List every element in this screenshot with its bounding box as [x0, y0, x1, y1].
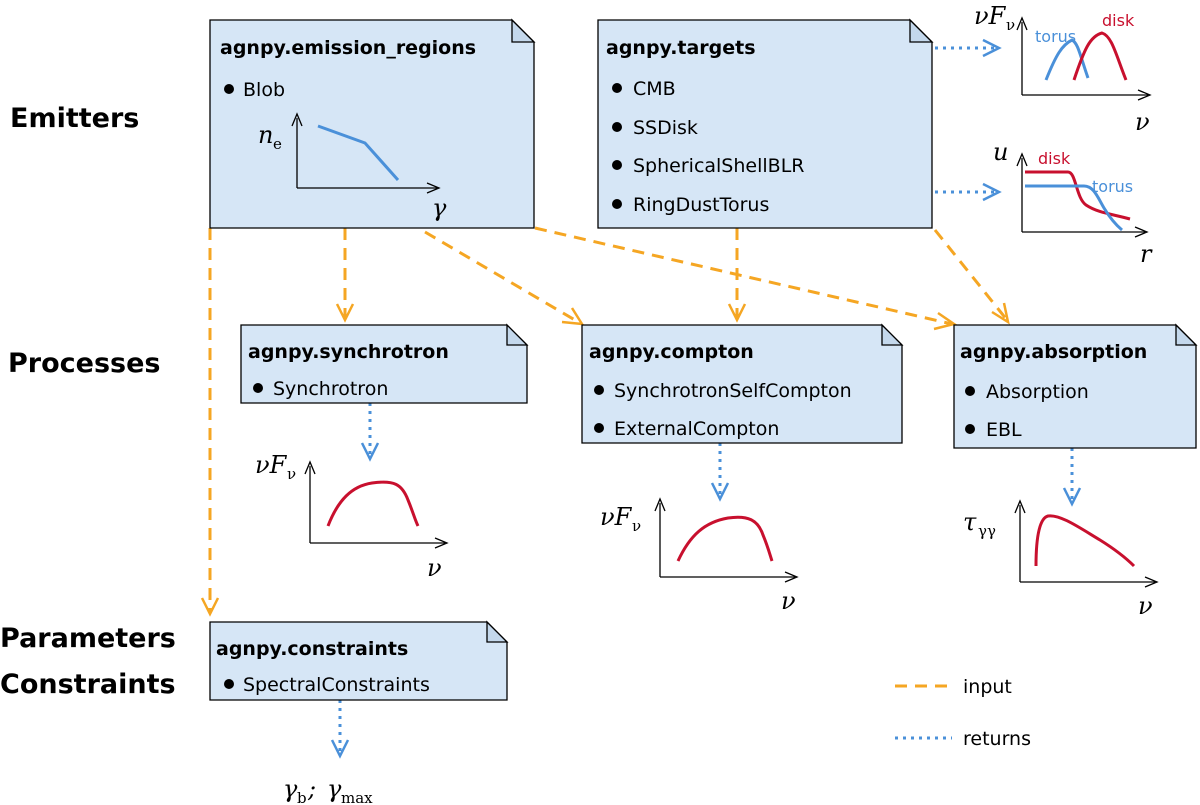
module-title: agnpy.absorption [960, 341, 1147, 363]
axis-label-x: ν [427, 554, 442, 582]
row-label-constraints: Constraints [0, 669, 176, 700]
gamma-b-sub: b [297, 789, 307, 805]
module-title: agnpy.targets [606, 37, 756, 59]
axis-label-y-sub: ν [287, 465, 296, 483]
module-item: EBL [986, 419, 1022, 441]
module-title: agnpy.constraints [216, 638, 408, 660]
gamma-max: γ [327, 775, 342, 803]
axis-label-y: νF [600, 503, 633, 531]
input-arrow-to-compton-from-blob [424, 230, 581, 325]
gamma-max-sub: max [341, 789, 373, 805]
compton-sed-plot: νF ν ν [600, 497, 799, 615]
module-compton: agnpy.compton SynchrotronSelfCompton Ext… [581, 323, 904, 444]
module-absorption: agnpy.absorption Absorption EBL [953, 323, 1198, 449]
axis-label-y: u [993, 138, 1008, 166]
axis-label-y-sub: γγ [978, 522, 996, 540]
module-title: agnpy.emission_regions [220, 37, 476, 59]
legend-input-label: input [963, 676, 1012, 698]
module-item: SpectralConstraints [243, 674, 430, 696]
module-item: Absorption [986, 381, 1089, 403]
module-item: Blob [243, 79, 285, 101]
module-targets: agnpy.targets CMB SSDisk SphericalShellB… [597, 18, 934, 229]
module-title: agnpy.synchrotron [248, 341, 449, 363]
row-label-parameters: Parameters [0, 623, 176, 654]
module-constraints: agnpy.constraints SpectralConstraints [209, 620, 509, 701]
module-synchrotron: agnpy.synchrotron Synchrotron [240, 323, 529, 404]
legend-returns-label: returns [963, 728, 1031, 750]
axis-label-y: νF [255, 451, 288, 479]
module-item: RingDustTorus [633, 194, 769, 216]
module-title: agnpy.compton [589, 341, 754, 363]
curve-label-torus: torus [1035, 27, 1076, 46]
synchrotron-sed-plot: νF ν ν [255, 451, 449, 582]
module-item: CMB [633, 78, 676, 100]
axis-label-y: τ [963, 508, 977, 536]
input-arrow-to-absorption-from-targets [933, 229, 1009, 321]
axis-label-x: r [1140, 240, 1153, 268]
separator: ; [307, 775, 316, 803]
axis-label-x: γ [432, 194, 447, 222]
row-label-emitters: Emitters [10, 103, 139, 134]
axis-label-x: ν [781, 587, 796, 615]
axis-label-y: νF [974, 2, 1007, 30]
axis-label-y-sub: e [273, 135, 282, 153]
module-item: Synchrotron [273, 378, 388, 400]
module-item: SphericalShellBLR [633, 155, 804, 177]
return-arrows [330, 38, 1082, 759]
axis-label-y: n [258, 121, 273, 149]
module-item: ExternalCompton [614, 418, 779, 440]
row-label-processes: Processes [8, 348, 161, 379]
absorption-tau-plot: τ γγ ν [963, 499, 1159, 620]
axis-label-x: ν [1138, 592, 1153, 620]
axis-label-y-sub: ν [632, 517, 641, 535]
curve-label-disk: disk [1038, 149, 1071, 168]
blob-distribution-plot: n e γ [258, 112, 447, 222]
axis-label-y-sub: ν [1006, 16, 1015, 34]
curve-label-disk: disk [1102, 11, 1135, 30]
curve-label-torus: torus [1092, 177, 1133, 196]
targets-u-plot: disk torus u r [993, 138, 1153, 268]
input-arrow-to-absorption-from-blob [534, 226, 953, 326]
legend: input returns [895, 676, 1031, 750]
constraints-output: γ b ; γ max [283, 775, 373, 805]
axis-label-x: ν [1135, 108, 1150, 136]
module-item: SSDisk [633, 117, 698, 139]
module-emission-regions: agnpy.emission_regions Blob n e γ [209, 18, 536, 229]
targets-sed-plot: torus disk νF ν ν [974, 2, 1152, 136]
gamma-b: γ [283, 775, 298, 803]
module-item: SynchrotronSelfCompton [614, 380, 852, 402]
input-arrows [200, 226, 1010, 617]
